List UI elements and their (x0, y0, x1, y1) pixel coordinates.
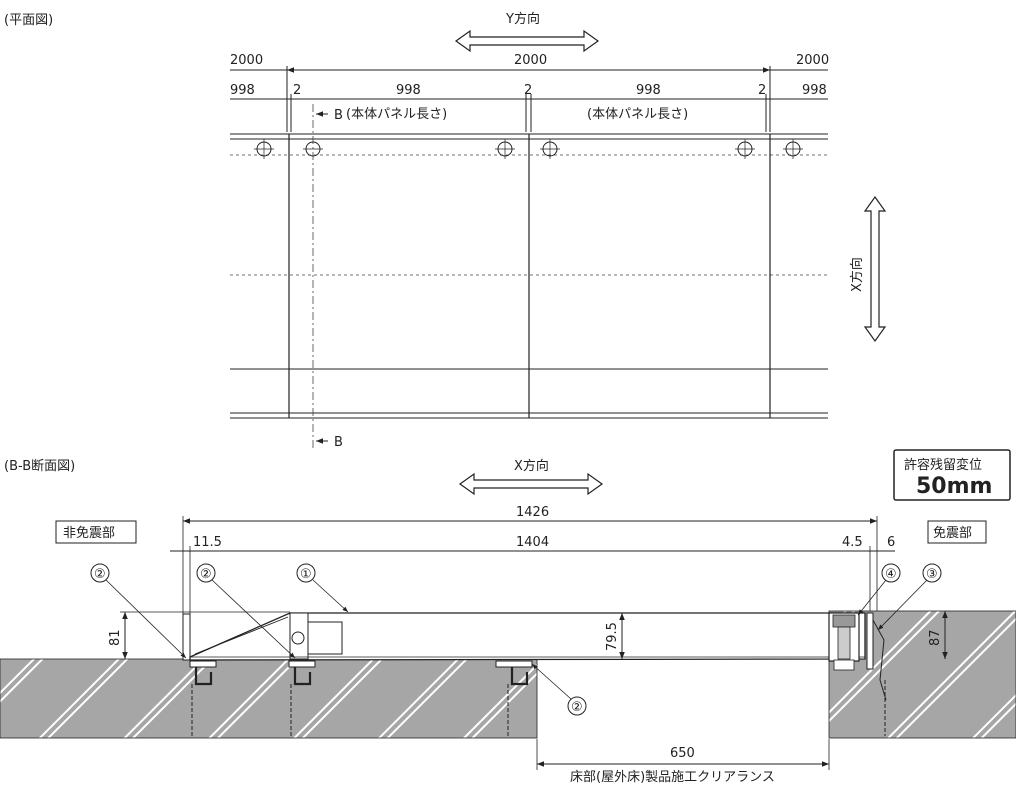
section-x-direction-label: X方向 (514, 458, 549, 474)
callout-markers: ② ② ① ④ ③ ② (90, 563, 942, 716)
callout-5: ③ (926, 567, 938, 582)
left-zone-label: 非免震部 (63, 526, 115, 541)
x-direction-label-plan: X方向 (849, 257, 865, 292)
dim-top-center: 2000 (514, 53, 547, 68)
plan-title: (平面図) (4, 13, 53, 28)
dim-gap-right: 4.5 (842, 535, 863, 550)
callout-4: ④ (885, 567, 897, 582)
dim-second-6: 2 (758, 83, 766, 98)
dim-gap-left: 11.5 (193, 535, 222, 550)
callout-3: ① (300, 567, 312, 582)
section-mark-bottom: B (334, 435, 343, 450)
callout-1: ② (94, 567, 106, 582)
ramp-plate (189, 612, 866, 661)
allowance-box (893, 449, 1011, 501)
section-mark-top: B (334, 108, 343, 123)
y-direction-label: Y方向 (505, 11, 540, 27)
dim-second-7: 998 (802, 83, 827, 98)
right-zone-label: 免震部 (933, 526, 972, 541)
dim-second-1: 998 (230, 83, 255, 98)
dim-edge-right: 6 (887, 535, 895, 550)
bolt-hole-icon (254, 139, 803, 159)
panel-length-label-2: (本体パネル長さ) (587, 107, 688, 122)
plan-view: (平面図) Y方向 2000 2000 2000 998 2 998 2 998… (4, 11, 887, 450)
dim-inner: 1404 (516, 535, 549, 550)
section-title: (B-B断面図) (4, 459, 75, 474)
allowance-value: 50mm (916, 474, 992, 499)
dim-height-panel: 79.5 (605, 622, 620, 651)
dim-second-3: 998 (396, 83, 421, 98)
dim-second-5: 998 (636, 83, 661, 98)
callout-6: ② (571, 700, 583, 715)
section-view: (B-B断面図) X方向 許容残留変位 50mm 非免震部 免震部 1426 1… (0, 449, 1016, 785)
panel-length-label-1: (本体パネル長さ) (346, 107, 447, 122)
clearance-label: 床部(屋外床)製品施工クリアランス (570, 770, 775, 785)
left-concrete-slab (0, 658, 538, 739)
anchor-bolt-icon (189, 660, 886, 736)
section-x-arrow-icon (458, 472, 604, 496)
dim-overall: 1426 (516, 505, 549, 520)
dim-top-right: 2000 (796, 53, 829, 68)
callout-2: ② (200, 567, 212, 582)
dim-second-2: 2 (293, 83, 301, 98)
y-direction-arrow-icon (454, 29, 600, 53)
dim-clearance: 650 (670, 746, 695, 761)
x-direction-arrow-icon (863, 195, 887, 343)
dim-height-right: 87 (928, 629, 943, 646)
dim-top-left: 2000 (230, 53, 263, 68)
dim-height-left: 81 (108, 629, 123, 646)
allowance-label: 許容残留変位 (904, 457, 982, 473)
dim-second-4: 2 (524, 83, 532, 98)
